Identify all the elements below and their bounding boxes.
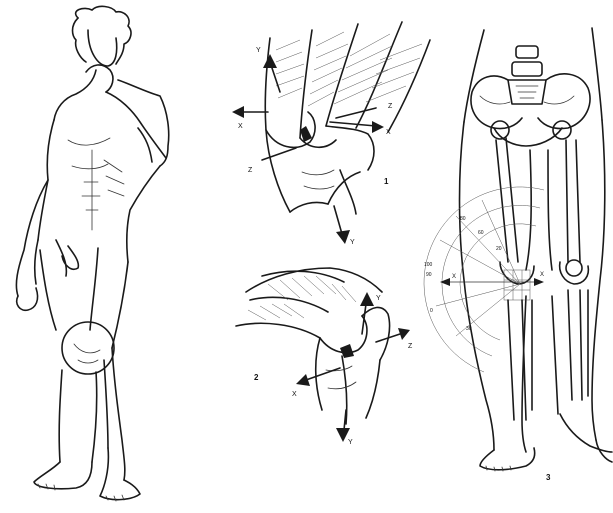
axis-y-top-label-2: Y [376,295,381,302]
axis-x-left-label: X [238,123,243,130]
axis-x-right-label-3: X [540,272,544,278]
knee-highlight-circle [62,322,114,374]
axis-y-bottom-label-2: Y [348,439,353,446]
goniometer-tick-80: 80 [460,216,466,222]
axis-z-left-label: Z [248,167,253,174]
muscle-fibers-panel1 [276,32,422,106]
vertebra-1 [516,46,538,58]
knee-lateral-panel: Y X Z X Z Y 1 [232,22,430,246]
legs-skeleton-panel: X X 100 90 80 60 20 0 30 3 [424,28,612,482]
goniometer-tick-100: 100 [424,262,433,268]
panel-number-1: 1 [384,177,389,186]
knee-medial-panel: Y Z X Y 2 [236,268,413,446]
goniometer-tick-20: 20 [496,246,502,252]
hip-joint-right [553,121,571,139]
axis-z-right-label-2: Z [408,343,413,350]
goniometer-tick-30: 30 [466,326,472,332]
axis-x-left-label-2: X [292,391,297,398]
goniometer-tick-90: 90 [426,272,432,278]
axis-y-bottom-label: Y [350,239,355,246]
axis-x-left-label-3: X [452,274,456,280]
axis-z-right-label: Z [388,103,393,110]
statue-figure [16,6,168,501]
vertebra-2 [512,62,542,76]
patella-right [566,260,582,276]
axis-y-top-label: Y [256,47,261,54]
panel-number-2: 2 [254,373,259,382]
goniometer-tick-0: 0 [430,308,433,314]
panel-number-3: 3 [546,473,551,482]
goniometer-tick-60: 60 [478,230,484,236]
axis-x-right-label: X [386,129,391,136]
